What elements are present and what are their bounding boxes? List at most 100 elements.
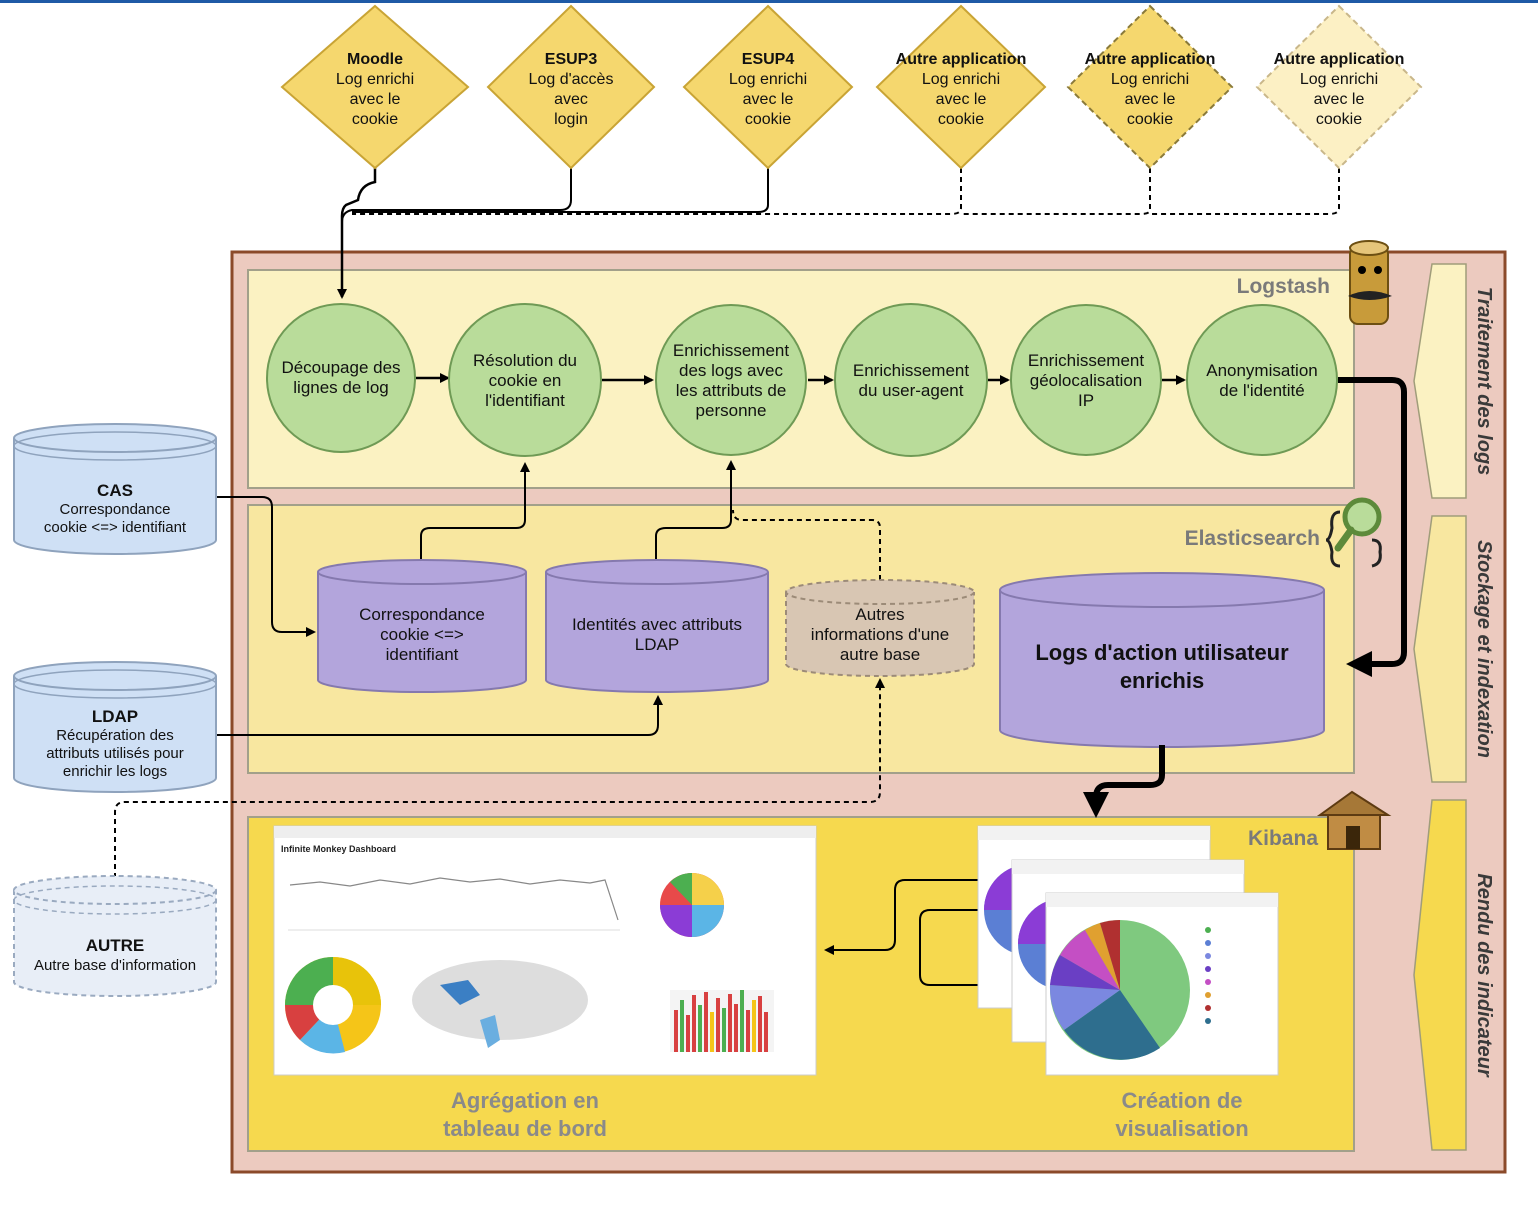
store-connectors [114, 460, 885, 878]
source-diamond-moodle: Moodle Log enrichi avec le cookie [280, 4, 470, 170]
dashboard-caption-line1: Agrégation en [451, 1088, 599, 1113]
source-diamond-autre-2: Autre application Log enrichi avec le co… [1066, 4, 1234, 170]
external-label: cookie <=> identifiant [44, 519, 187, 536]
main-store-label: enrichis [1120, 668, 1204, 693]
source-label-title: ESUP4 [742, 51, 795, 68]
source-diamond-esup4: ESUP4 Log enrichi avec le cookie [682, 4, 854, 170]
source-label: cookie [745, 111, 791, 128]
source-label: avec le [936, 91, 987, 108]
source-label-title: Moodle [347, 51, 403, 68]
external-label: enrichir les logs [63, 763, 167, 780]
source-label: avec le [1125, 91, 1176, 108]
step-label: des logs avec [679, 361, 783, 380]
source-label: avec [554, 91, 588, 108]
stage-chevron-stockage [1413, 515, 1467, 783]
logstash-title: Logstash [1237, 275, 1330, 298]
step-enrichissement-attributs: Enrichissement des logs avec les attribu… [655, 304, 807, 456]
source-label: avec le [350, 91, 401, 108]
store-logs-enrichis: Logs d'action utilisateur enrichis [999, 572, 1325, 748]
dashboard-caption-line2: tableau de bord [443, 1116, 607, 1141]
store-label: Autres [855, 605, 904, 624]
visualisation-caption-line2: visualisation [1115, 1116, 1248, 1141]
step-label: Enrichissement [673, 341, 789, 360]
visualisation-caption-line1: Création de [1121, 1088, 1242, 1113]
source-diamond-autre-1: Autre application Log enrichi avec le co… [875, 4, 1047, 170]
step-user-agent: Enrichissement du user-agent [834, 303, 988, 457]
source-label: cookie [938, 111, 984, 128]
store-label: Correspondance [359, 605, 485, 624]
step-label: l'identifiant [485, 391, 565, 410]
store-label: identifiant [386, 645, 459, 664]
store-label: LDAP [635, 635, 679, 654]
external-title: LDAP [92, 707, 138, 726]
source-label-title: Autre application [896, 51, 1027, 68]
source-diamond-autre-3: Autre application Log enrichi avec le co… [1255, 4, 1423, 170]
stage-chevron-traitement [1413, 263, 1467, 499]
source-label-title: Autre application [1274, 51, 1405, 68]
step-anonymisation: Anonymisation de l'identité [1186, 304, 1338, 456]
step-label: géolocalisation [1030, 371, 1142, 390]
step-label: les attributs de [676, 381, 787, 400]
elasticsearch-magnifier-icon [1325, 497, 1382, 568]
source-label: avec le [1314, 91, 1365, 108]
window-top-border [0, 0, 1538, 3]
kibana-dashboard-thumbnail: Infinite Monkey Dashboard [273, 825, 817, 1076]
stage-label-traitement: Traitement des logs [1473, 287, 1495, 476]
step-geolocalisation: Enrichissement géolocalisation IP [1010, 304, 1162, 456]
logstash-log-icon [1348, 240, 1392, 325]
step-decoupage: Découpage des lignes de log [266, 303, 416, 453]
external-label: Autre base d'information [34, 957, 196, 974]
external-db-ldap: LDAP Récupération des attributs utilisés… [13, 661, 217, 793]
arrow-visualisation-to-dashboard [824, 879, 1048, 986]
step-label: lignes de log [293, 378, 388, 397]
store-identites: Identités avec attributs LDAP [545, 559, 769, 693]
step-label: Enrichissement [853, 361, 969, 380]
source-diamond-esup3: ESUP3 Log d'accès avec login [486, 4, 656, 170]
kibana-title: Kibana [1248, 827, 1318, 850]
store-correspondance: Correspondance cookie <=> identifiant [317, 559, 527, 693]
external-label: Récupération des [56, 727, 174, 744]
step-label: Enrichissement [1028, 351, 1144, 370]
source-label: Log enrichi [336, 71, 414, 88]
stage-label-stockage: Stockage et indexation [1473, 540, 1495, 758]
step-label: personne [696, 401, 767, 420]
source-label: Log enrichi [1300, 71, 1378, 88]
step-label: IP [1078, 391, 1094, 410]
stage-chevron-rendu [1413, 799, 1467, 1151]
step-label: Anonymisation [1206, 361, 1318, 380]
source-label: Log enrichi [922, 71, 1000, 88]
source-label: Log enrichi [1111, 71, 1189, 88]
external-label: attributs utilisés pour [46, 745, 184, 762]
world-map [412, 960, 588, 1048]
pipeline-arrows [416, 373, 1186, 385]
source-label: cookie [1127, 111, 1173, 128]
arrow-store-to-visualisation [1083, 745, 1165, 818]
external-title: AUTRE [86, 936, 145, 955]
store-autres-informations: Autres informations d'une autre base [785, 579, 975, 677]
source-label: cookie [352, 111, 398, 128]
external-title: CAS [97, 481, 133, 500]
main-store-label: Logs d'action utilisateur [1035, 640, 1289, 665]
source-label: Log enrichi [729, 71, 807, 88]
step-label: cookie en [489, 371, 562, 390]
visualisation-card-front [1045, 892, 1279, 1076]
store-label: cookie <=> [380, 625, 464, 644]
step-label: du user-agent [859, 381, 964, 400]
arrow-anonymisation-to-store [1338, 377, 1407, 677]
step-label: Découpage des [281, 358, 400, 377]
elasticsearch-title: Elasticsearch [1185, 527, 1320, 550]
source-label: Log d'accès [529, 71, 614, 88]
source-label: cookie [1316, 111, 1362, 128]
store-label: autre base [840, 645, 920, 664]
stage-label-rendu: Rendu des indicateur [1473, 873, 1495, 1078]
step-resolution: Résolution du cookie en l'identifiant [448, 303, 602, 457]
source-label-title: Autre application [1085, 51, 1216, 68]
external-label: Correspondance [60, 501, 171, 518]
dashboard-title: Infinite Monkey Dashboard [281, 844, 396, 854]
bar-histogram [670, 990, 774, 1052]
external-db-cas: CAS Correspondance cookie <=> identifian… [13, 423, 217, 555]
external-db-autre: AUTRE Autre base d'information [13, 875, 217, 997]
store-label: Identités avec attributs [572, 615, 742, 634]
step-label: Résolution du [473, 351, 577, 370]
